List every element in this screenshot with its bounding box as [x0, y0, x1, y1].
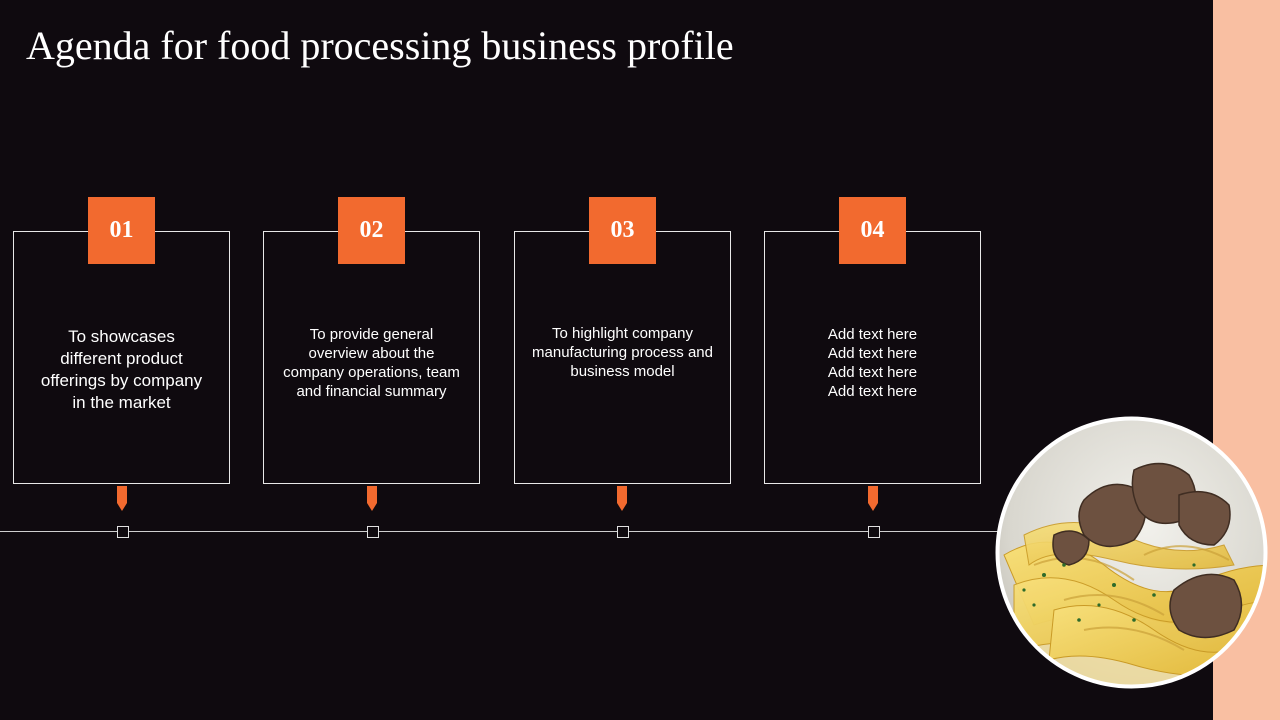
agenda-card-2-line: and financial summary: [296, 383, 447, 400]
agenda-card-3-text: To highlight company manufacturing proce…: [527, 324, 718, 381]
timeline-node-2: [367, 526, 379, 538]
agenda-card-4-line: Add text here: [827, 326, 918, 343]
timeline-node-4: [868, 526, 880, 538]
agenda-card-1-line: in the market: [72, 393, 171, 412]
pin-marker-icon: [617, 486, 627, 511]
agenda-number-badge-2: 02: [338, 197, 405, 264]
agenda-card-4-text: Add text here Add text here Add text her…: [777, 325, 968, 401]
agenda-card-1-line: different product: [60, 349, 183, 368]
pin-marker-icon: [367, 486, 377, 511]
agenda-card-4-line: Add text here: [827, 364, 918, 381]
agenda-card-1: To showcases different product offerings…: [13, 231, 230, 484]
agenda-card-1-line: To showcases: [68, 327, 175, 346]
food-photo: [995, 416, 1268, 689]
agenda-card-2-line: company operations, team: [283, 364, 460, 381]
agenda-card-2-text: To provide general overview about the co…: [276, 325, 467, 401]
agenda-card-1-text: To showcases different product offerings…: [26, 326, 217, 414]
agenda-card-2: To provide general overview about the co…: [263, 231, 480, 484]
pin-marker-icon: [117, 486, 127, 511]
agenda-card-3-line: manufacturing process and: [532, 344, 713, 361]
agenda-number-badge-3: 03: [589, 197, 656, 264]
agenda-number-badge-1: 01: [88, 197, 155, 264]
agenda-number-badge-4: 04: [839, 197, 906, 264]
slide-title: Agenda for food processing business prof…: [26, 23, 734, 68]
agenda-card-2-line: overview about the: [308, 345, 435, 362]
agenda-card-2-line: To provide general: [309, 326, 434, 343]
pin-marker-icon: [868, 486, 878, 511]
timeline-node-1: [117, 526, 129, 538]
timeline-line: [0, 531, 1000, 532]
agenda-card-3-line: To highlight company: [552, 325, 693, 342]
agenda-card-3: To highlight company manufacturing proce…: [514, 231, 731, 484]
timeline-node-3: [617, 526, 629, 538]
agenda-card-4-line: Add text here: [827, 345, 918, 362]
agenda-card-4-line: Add text here: [827, 383, 918, 400]
agenda-card-1-line: offerings by company: [40, 371, 203, 390]
agenda-card-3-line: business model: [570, 363, 675, 380]
agenda-card-4: Add text here Add text here Add text her…: [764, 231, 981, 484]
